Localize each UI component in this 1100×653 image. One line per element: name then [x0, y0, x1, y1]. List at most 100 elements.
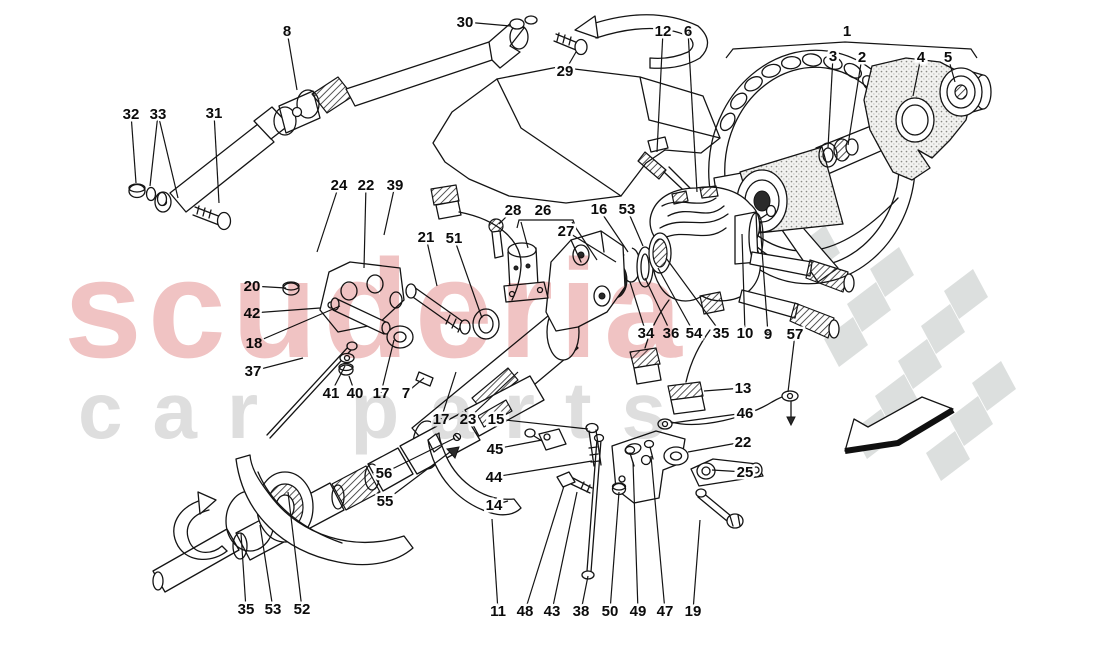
leader-line — [692, 519, 701, 612]
stud-47 — [643, 439, 655, 449]
part-callout-33: 33 — [150, 106, 167, 123]
leader-line — [551, 491, 578, 612]
part-callout-19: 19 — [685, 603, 702, 620]
rim-hole — [843, 62, 863, 79]
part-callout-39: 39 — [387, 177, 404, 194]
part-callout-17: 17 — [433, 411, 450, 428]
leader-line — [656, 30, 664, 153]
wiring-connectors — [629, 299, 799, 430]
leader-line — [827, 55, 834, 149]
bolt-29 — [553, 32, 588, 56]
part-callout-30: 30 — [457, 14, 474, 31]
flag-cell — [949, 396, 993, 446]
shroud-half-11 — [235, 454, 414, 566]
part-callout-22: 22 — [358, 177, 375, 194]
part-callout-45: 45 — [487, 441, 504, 458]
lower-mount-bracket — [524, 422, 764, 580]
part-callout-37: 37 — [245, 363, 262, 380]
column-clamp — [545, 230, 626, 332]
connector-with-cable — [430, 184, 522, 301]
rim-hole — [719, 112, 736, 132]
rim-hole — [761, 63, 782, 78]
part-callout-36: 36 — [663, 325, 680, 342]
leader-line — [467, 371, 519, 420]
leader-line — [287, 491, 303, 610]
connector-a — [629, 299, 670, 385]
flag-cell — [944, 269, 988, 319]
part-callout-34: 34 — [638, 325, 655, 342]
part-callout-8: 8 — [283, 23, 291, 40]
leader-line — [464, 21, 511, 27]
part-callout-7: 7 — [402, 385, 410, 402]
leader-line — [711, 469, 746, 473]
bolt-21 — [405, 283, 471, 335]
part-callout-48: 48 — [517, 603, 534, 620]
part-callout-40: 40 — [347, 385, 364, 402]
leader-line — [564, 51, 577, 72]
flag-cell — [847, 282, 891, 332]
stalk-upper — [749, 251, 855, 293]
part-callout-35: 35 — [238, 601, 255, 618]
pin-7 — [415, 371, 434, 387]
part-callout-22: 22 — [735, 434, 752, 451]
leader-line — [494, 439, 543, 450]
bolt-19 — [695, 488, 744, 529]
leader-line — [598, 208, 629, 253]
leader-line — [383, 184, 396, 236]
part-callout-44: 44 — [486, 469, 503, 486]
leader-line — [626, 208, 644, 247]
washer-33b — [156, 191, 168, 207]
leader-line — [252, 357, 304, 372]
leader-line — [440, 371, 457, 420]
part-callout-53: 53 — [619, 201, 636, 218]
part-callout-23: 23 — [460, 411, 477, 428]
leader-line — [286, 30, 298, 91]
part-callout-5: 5 — [944, 49, 952, 66]
hub-nut-2 — [833, 138, 859, 162]
leader-line — [524, 485, 565, 612]
leader-line — [380, 339, 395, 394]
leader-line — [787, 333, 796, 393]
contact-cap-5 — [939, 67, 992, 117]
leader-line — [425, 236, 438, 287]
rim-hole — [801, 53, 823, 67]
leader-line — [405, 377, 425, 394]
part-callout-20: 20 — [244, 278, 261, 295]
leader-line — [493, 460, 593, 478]
leader-line — [741, 233, 746, 334]
leader-line — [632, 461, 639, 612]
flag-cell — [870, 247, 914, 297]
callout-bracket — [516, 219, 577, 229]
part-callout-18: 18 — [246, 335, 263, 352]
leader-line — [240, 532, 247, 610]
bolt-31 — [192, 205, 232, 231]
part-callout-25: 25 — [737, 464, 754, 481]
part-callout-51: 51 — [446, 230, 463, 247]
part-callout-42: 42 — [244, 305, 261, 322]
clip-55 — [446, 446, 460, 459]
part-callout-6: 6 — [684, 23, 692, 40]
leader-line — [847, 56, 863, 146]
leader-line — [687, 30, 698, 193]
leader-line — [491, 518, 499, 612]
leader-line — [671, 412, 746, 424]
leader-line — [330, 365, 346, 394]
leader-line — [609, 491, 620, 612]
rim-hole — [730, 92, 748, 110]
part-callout-17: 17 — [373, 385, 390, 402]
part-callout-1: 1 — [843, 23, 851, 40]
part-callout-4: 4 — [917, 49, 926, 66]
part-callout-35: 35 — [713, 325, 730, 342]
part-callout-16: 16 — [591, 201, 608, 218]
part-callout-38: 38 — [573, 603, 590, 620]
spring-12 — [637, 151, 667, 180]
part-callout-2: 2 — [858, 49, 866, 66]
part-callout-13: 13 — [735, 380, 752, 397]
rotation-arrow-top — [574, 14, 709, 69]
bolt-44 — [585, 422, 602, 467]
direction-arrow — [844, 396, 955, 454]
bolt-48 — [556, 471, 593, 494]
leader-line — [498, 209, 514, 225]
